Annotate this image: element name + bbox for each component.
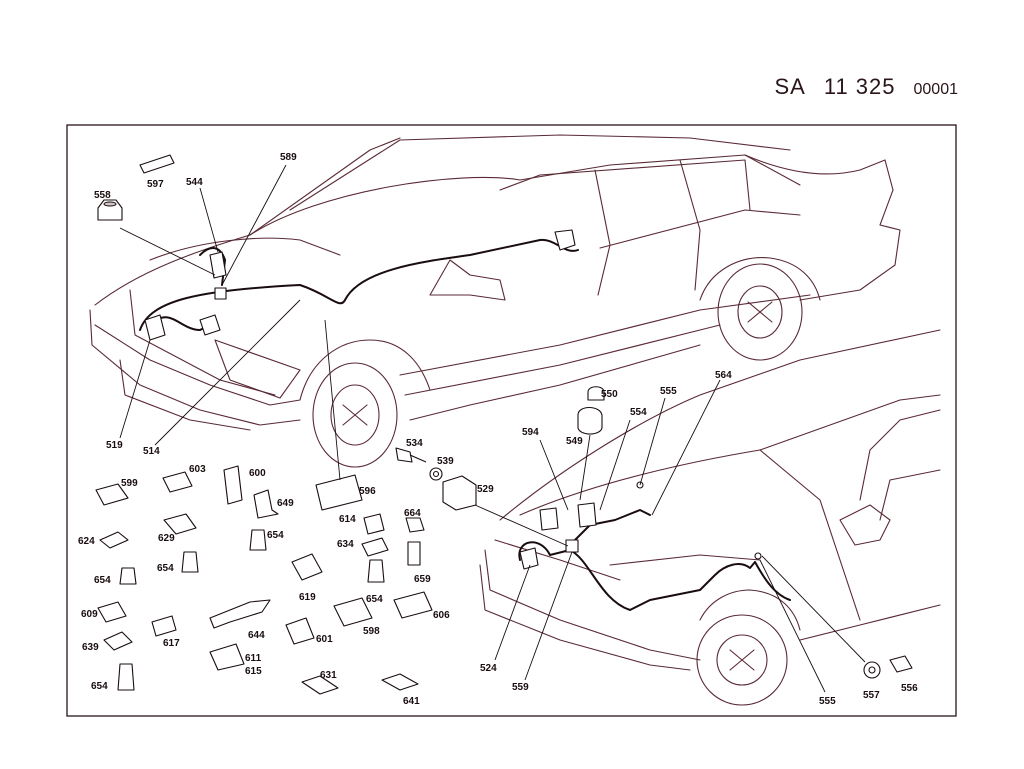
label-554: 554 (630, 407, 647, 418)
part-609 (97, 601, 127, 623)
part-624 (99, 531, 129, 549)
label-664: 664 (404, 508, 421, 519)
label-654-c: 654 (267, 530, 284, 541)
label-609: 609 (81, 609, 98, 620)
part-550 (587, 386, 605, 401)
part-629 (163, 513, 197, 535)
header-prefix: SA (774, 74, 806, 99)
label-624: 624 (78, 536, 95, 547)
label-594: 594 (522, 427, 539, 438)
label-555-bottom: 555 (819, 696, 836, 707)
label-524: 524 (480, 663, 497, 674)
label-559: 559 (512, 682, 529, 693)
label-557: 557 (863, 690, 880, 701)
part-549 (577, 406, 603, 435)
callout-labels: 597 544 589 558 519 514 534 539 596 529 … (78, 152, 918, 707)
part-599 (95, 483, 129, 506)
label-649: 649 (277, 498, 294, 509)
label-619: 619 (299, 592, 316, 603)
label-550: 550 (601, 389, 618, 400)
label-654-b: 654 (157, 563, 174, 574)
part-639 (103, 631, 133, 651)
label-549: 549 (566, 436, 583, 447)
part-654-a (119, 567, 137, 585)
label-639: 639 (82, 642, 99, 653)
part-614 (363, 513, 385, 535)
part-654-d (367, 559, 385, 583)
part-606 (393, 591, 433, 619)
label-519: 519 (106, 440, 123, 451)
label-611: 611 (245, 653, 262, 664)
car-top-illustration (89, 134, 901, 468)
part-601 (285, 617, 315, 645)
part-600 (223, 465, 243, 505)
label-597: 597 (147, 179, 164, 190)
part-644 (209, 599, 271, 629)
label-606: 606 (433, 610, 450, 621)
part-641 (381, 673, 419, 691)
diagram-header: SA 11 325 00001 (774, 74, 958, 100)
part-664 (405, 517, 425, 533)
label-634: 634 (337, 539, 354, 550)
part-619 (291, 553, 323, 581)
label-654-a: 654 (94, 575, 111, 586)
label-599: 599 (121, 478, 138, 489)
part-659 (407, 541, 421, 566)
label-641: 641 (403, 696, 420, 707)
part-654-e (117, 663, 135, 691)
label-539: 539 (437, 456, 454, 467)
label-596: 596 (359, 486, 376, 497)
label-558: 558 (94, 190, 111, 201)
label-615: 615 (245, 666, 262, 677)
label-603: 603 (189, 464, 206, 475)
label-564: 564 (715, 370, 732, 381)
label-598: 598 (363, 626, 380, 637)
part-596 (315, 474, 363, 511)
label-556: 556 (901, 683, 918, 694)
label-614: 614 (339, 514, 356, 525)
car-bottom-illustration (479, 329, 941, 706)
part-603 (162, 471, 193, 493)
label-601: 601 (316, 634, 333, 645)
header-number: 11 325 (823, 74, 896, 99)
label-644: 644 (248, 630, 265, 641)
part-556 (889, 655, 913, 673)
part-597 (139, 154, 175, 174)
part-529 (442, 475, 477, 511)
parts (95, 154, 913, 695)
part-534 (395, 447, 413, 463)
diagram-frame (66, 124, 957, 717)
label-600: 600 (249, 468, 266, 479)
label-555-top: 555 (660, 386, 677, 397)
part-631 (301, 675, 339, 695)
part-634 (361, 537, 389, 557)
label-544: 544 (186, 177, 203, 188)
label-631: 631 (320, 670, 337, 681)
label-659: 659 (414, 574, 431, 585)
part-617 (151, 615, 177, 637)
header-code: 00001 (913, 81, 959, 98)
label-534: 534 (406, 438, 423, 449)
label-629: 629 (158, 533, 175, 544)
label-589: 589 (280, 152, 297, 163)
part-611 (209, 643, 245, 671)
part-649 (253, 489, 279, 519)
part-654-b (181, 551, 199, 573)
label-617: 617 (163, 638, 180, 649)
label-514: 514 (143, 446, 160, 457)
leader-lines (119, 164, 866, 693)
label-654-e: 654 (91, 681, 108, 692)
label-529: 529 (477, 484, 494, 495)
part-598 (333, 597, 373, 627)
label-654-d: 654 (366, 594, 383, 605)
part-654-c (249, 529, 267, 551)
